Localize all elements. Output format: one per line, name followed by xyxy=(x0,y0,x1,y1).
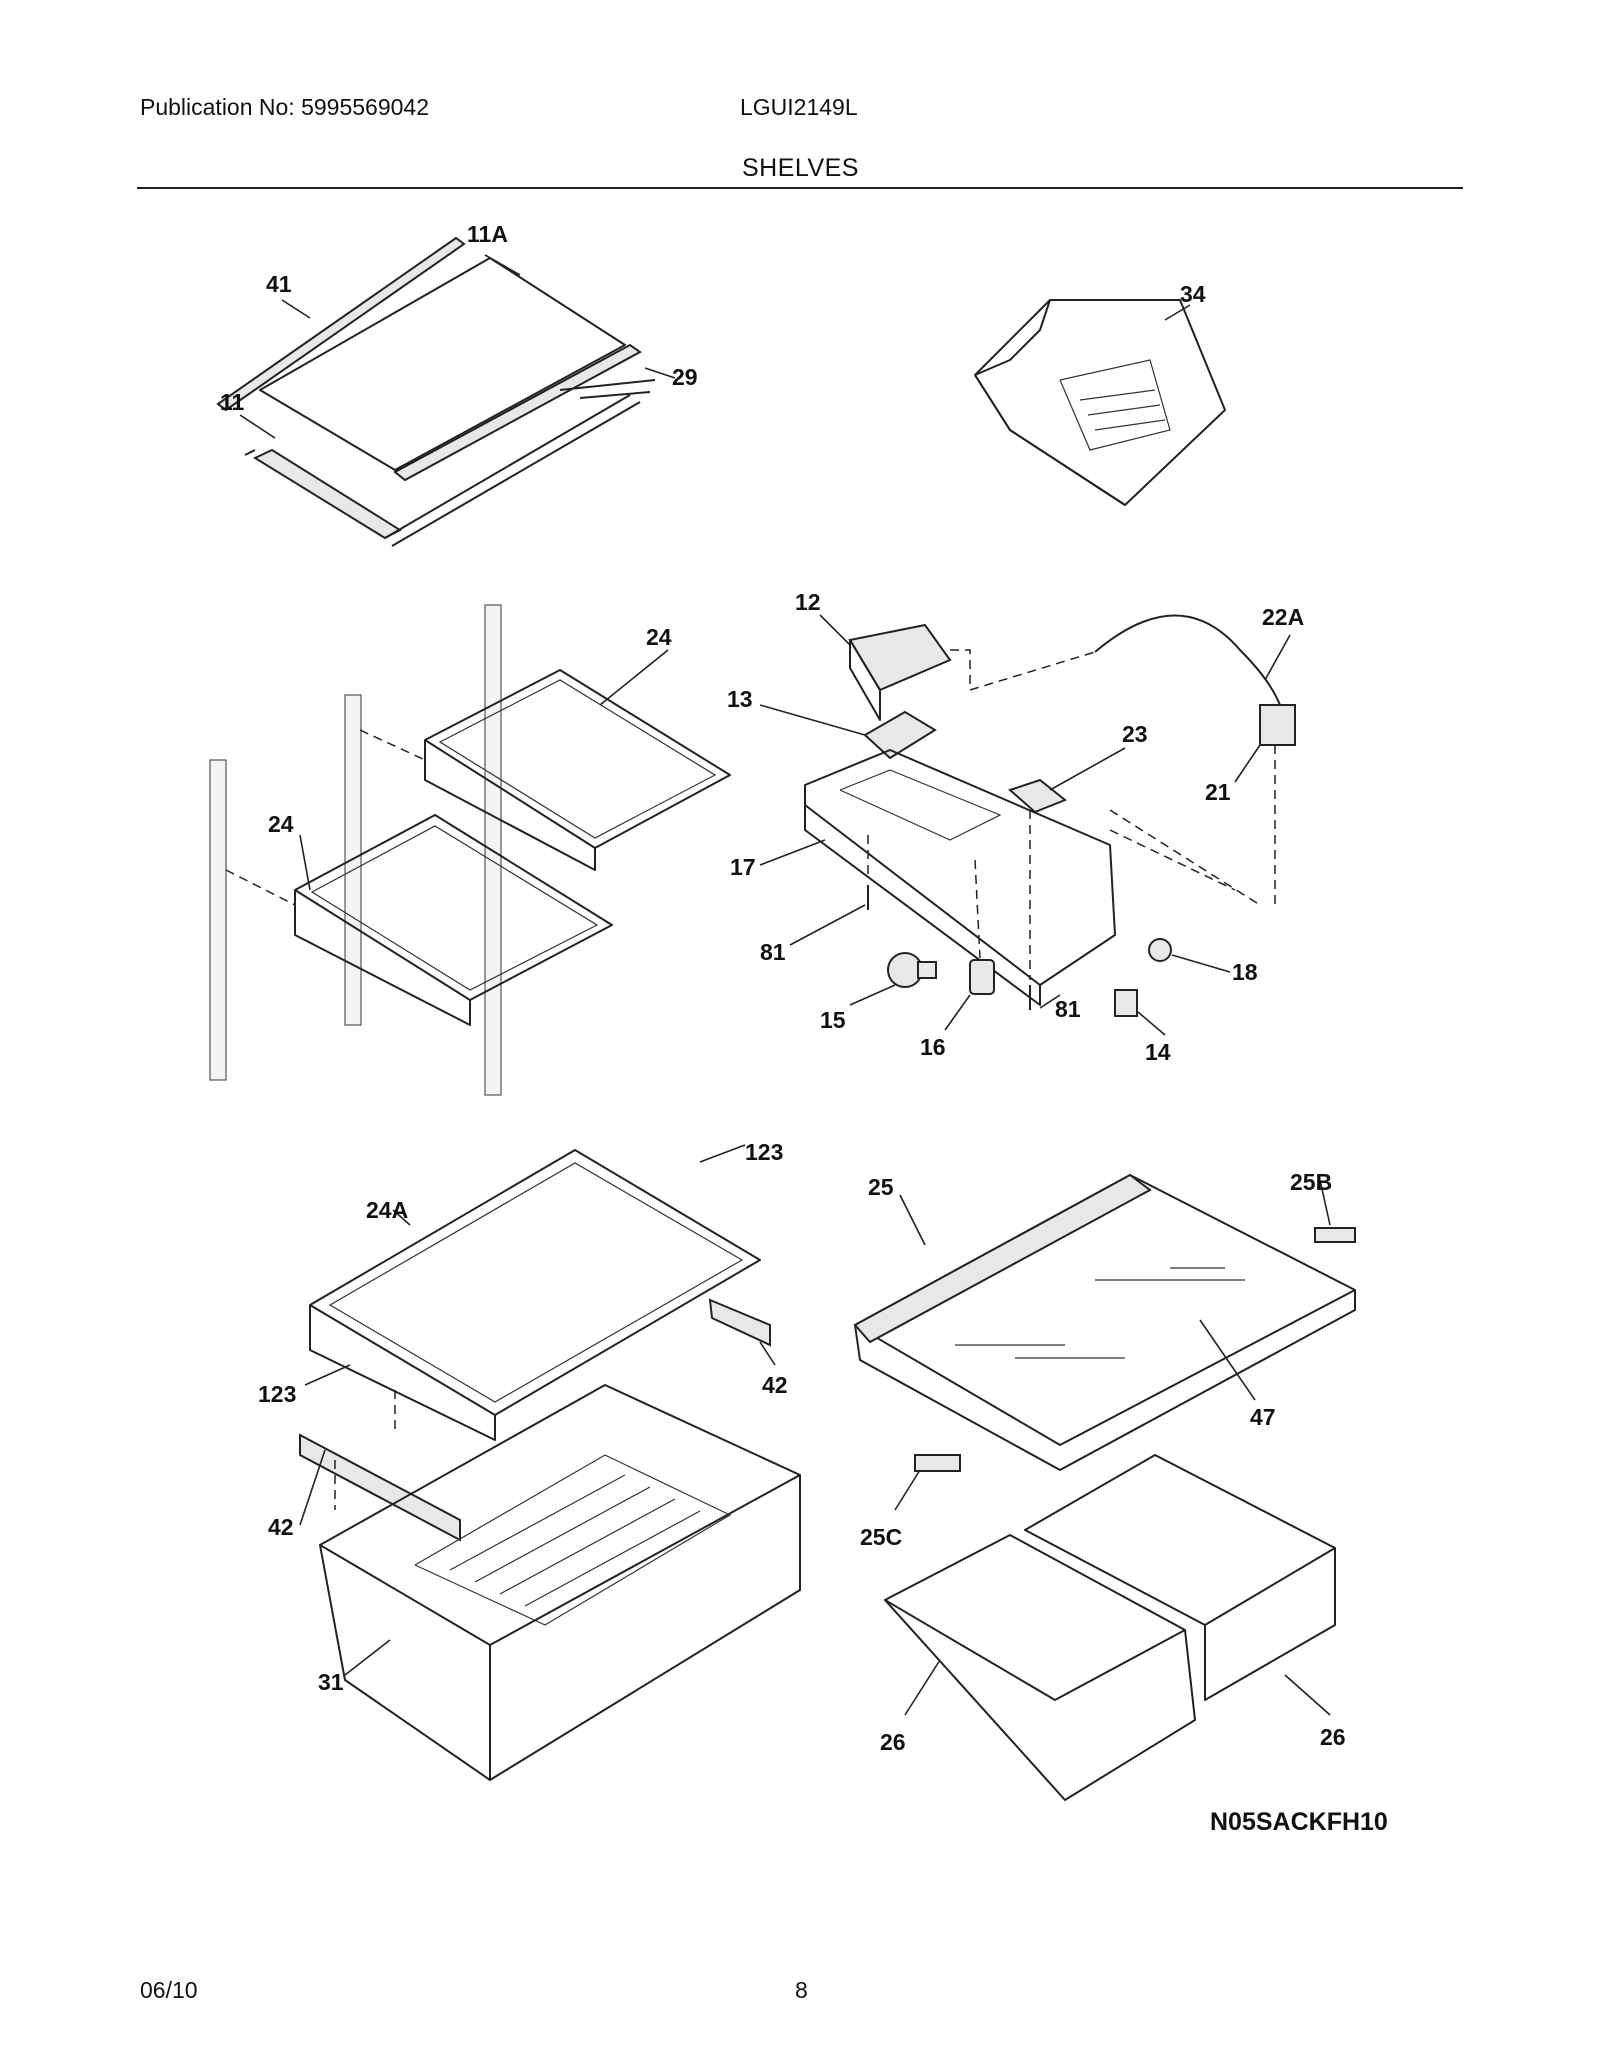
footer-page-number: 8 xyxy=(795,1977,808,2003)
label-25C: 25C xyxy=(860,1524,902,1550)
label-25B: 25B xyxy=(1290,1169,1332,1195)
shelf-24A xyxy=(309,1149,761,1441)
part-29-rail xyxy=(393,343,642,482)
label-123-bottom: 123 xyxy=(258,1381,296,1407)
label-18: 18 xyxy=(1232,959,1258,985)
label-24A: 24A xyxy=(366,1197,408,1223)
label-16: 16 xyxy=(920,1034,946,1060)
shelf-racks xyxy=(209,604,502,1096)
diagram-reference-code: N05SACKFH10 xyxy=(1210,1808,1388,1836)
label-24-lower: 24 xyxy=(268,811,294,837)
part-26-pan-right xyxy=(1024,1454,1336,1626)
label-22A: 22A xyxy=(1262,604,1304,630)
part-42-bracket-left xyxy=(299,1433,461,1542)
page-title: SHELVES xyxy=(742,154,859,182)
part-22A-harness xyxy=(1094,614,1281,706)
label-21: 21 xyxy=(1205,779,1231,805)
part-41-trim xyxy=(216,236,466,412)
part-13-lens xyxy=(863,710,937,760)
shelf-24-upper xyxy=(424,669,731,871)
label-29: 29 xyxy=(672,364,698,390)
label-24-upper: 24 xyxy=(646,624,672,650)
rack-front xyxy=(209,759,227,1081)
shelf-24-lower xyxy=(294,814,613,1026)
label-26-right: 26 xyxy=(1320,1724,1346,1750)
part-18-clip xyxy=(1148,938,1172,962)
part-42-bracket-right xyxy=(708,1298,771,1347)
label-23: 23 xyxy=(1122,721,1148,747)
label-11A: 11A xyxy=(467,221,508,247)
crisper-cover-25 xyxy=(853,1173,1356,1472)
part-14-switch xyxy=(1114,989,1138,1017)
footer-date: 06/10 xyxy=(140,1977,198,2003)
label-14: 14 xyxy=(1145,1039,1171,1065)
part-11A-glass xyxy=(259,257,626,471)
publication-number: Publication No: 5995569042 xyxy=(140,94,430,120)
part-25B-clip xyxy=(1314,1227,1356,1243)
part-16-socket xyxy=(969,959,995,995)
label-11: 11 xyxy=(220,389,245,415)
callout-labels: 41 11A 29 11 34 12 22A 13 24 23 21 24 17… xyxy=(220,221,1346,1755)
label-13: 13 xyxy=(727,686,753,712)
label-123-top: 123 xyxy=(745,1139,783,1165)
label-31: 31 xyxy=(318,1669,344,1695)
part-24-shelf-upper xyxy=(424,669,731,849)
label-81-left: 81 xyxy=(760,939,786,965)
label-47: 47 xyxy=(1250,1404,1276,1430)
shelf-assembly-top-left xyxy=(216,236,656,547)
model-number: LGUI2149L xyxy=(740,94,858,120)
bracket-42 xyxy=(299,1298,771,1542)
part-31-crisper xyxy=(319,1384,801,1646)
label-81-right: 81 xyxy=(1055,996,1081,1022)
label-41: 41 xyxy=(266,271,292,297)
bin-34 xyxy=(974,299,1226,506)
part-24-shelf-lower xyxy=(294,814,613,1001)
part-11-frame xyxy=(252,448,402,540)
part-23-switch xyxy=(1008,778,1067,814)
label-34: 34 xyxy=(1180,281,1206,307)
part-15-bulb xyxy=(887,952,923,988)
label-12: 12 xyxy=(795,589,821,615)
part-25-grille xyxy=(853,1173,1152,1344)
part-34-bin xyxy=(974,299,1226,506)
label-17: 17 xyxy=(730,854,756,880)
part-25C-clip xyxy=(914,1454,961,1472)
part-21-connector xyxy=(1259,704,1296,746)
part-12-cover xyxy=(848,623,952,692)
label-42-left: 42 xyxy=(268,1514,294,1540)
leader-lines xyxy=(239,254,1331,1716)
light-housing-assembly xyxy=(804,614,1296,1017)
label-26-left: 26 xyxy=(880,1729,906,1755)
label-25: 25 xyxy=(868,1174,894,1200)
label-42-right: 42 xyxy=(762,1372,788,1398)
label-15: 15 xyxy=(820,1007,846,1033)
header-rule xyxy=(137,187,1463,189)
part-24A-shelf xyxy=(309,1149,761,1416)
crisper-pans-26 xyxy=(884,1454,1336,1801)
crisper-31 xyxy=(319,1384,801,1781)
